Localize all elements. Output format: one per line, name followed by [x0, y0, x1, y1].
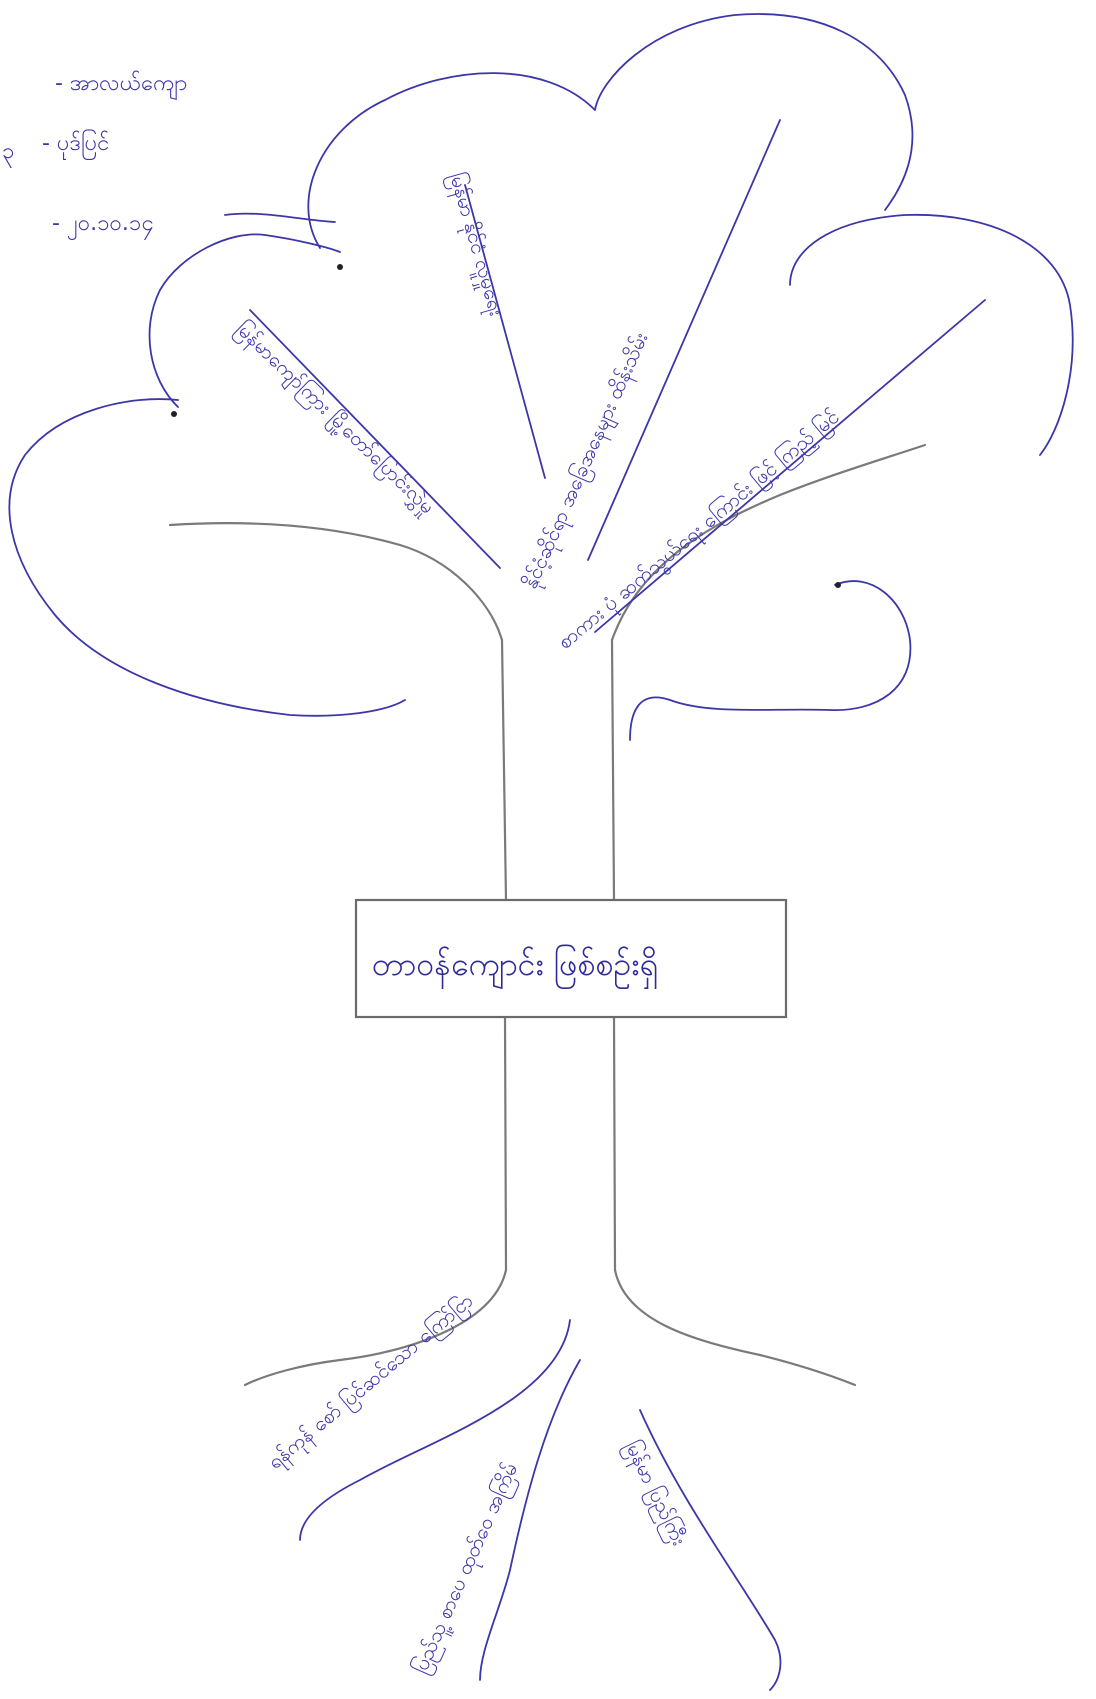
ink-dot	[171, 411, 177, 417]
header-date: - ၂၀.၁၀.၁၄	[52, 211, 154, 240]
root-label: မြန်မာ ပြည်ကြီး	[617, 1437, 692, 1551]
root-label: ရန်ကုန် စော် ပြင်ဆင်သော ကြော်ငြာ	[263, 1288, 480, 1477]
branch-labels: မြန်မာကျော်ကြား မြို့တော်ပြောင်းလွှဲမှု …	[229, 170, 846, 657]
trunk-right-upper	[612, 640, 614, 900]
branch-label: မြန်မာကျော်ကြား မြို့တော်ပြောင်းလွှဲမှု	[229, 316, 440, 521]
root-right	[615, 1270, 855, 1385]
header-name: - အာလယ်ကျော	[55, 70, 187, 100]
ink-dot	[337, 264, 343, 270]
trunk-left-lower	[505, 1017, 506, 1270]
ground-left	[170, 523, 502, 640]
header-number: ၃	[2, 139, 14, 168]
leaf-cloud-top	[308, 14, 912, 248]
root-labels: ရန်ကုန် စော် ပြင်ဆင်သော ကြော်ငြာ ပြည်သူ့…	[263, 1288, 692, 1678]
trunk-label-box: တာဝန်ကျောင်း ဖြစ်စဉ်းရှိ	[356, 900, 786, 1017]
trunk-left-upper	[502, 640, 506, 900]
trunk-label: တာဝန်ကျောင်း ဖြစ်စဉ်းရှိ	[372, 945, 658, 989]
trunk-right-lower	[614, 1017, 615, 1270]
root-label: ပြည်သူ့ စာပေ ထုတ်ဝေ အကြိမ်	[408, 1459, 526, 1679]
branch-label: နိုင်ငံ့ဆိုင်ရာ အခြေအနေများ ထိန်းသိမ်း	[518, 329, 657, 594]
root-line-3	[640, 1410, 780, 1690]
leaf-canopy	[9, 14, 1072, 740]
header-notes: - အာလယ်ကျော ၃ - ပုဒ်ပြင် - ၂၀.၁၀.၁၄	[2, 70, 187, 240]
leaf-cloud-left-lower	[9, 399, 405, 716]
root-line-1	[300, 1320, 570, 1540]
header-connector	[225, 214, 335, 222]
leaf-cloud-right-lower	[630, 581, 910, 740]
header-subject: - ပုဒ်ပြင်	[42, 129, 109, 160]
branch-label: မြန်မာ နိုင်ငံ လူမှုရေး	[441, 170, 509, 320]
ink-dot	[835, 582, 841, 588]
